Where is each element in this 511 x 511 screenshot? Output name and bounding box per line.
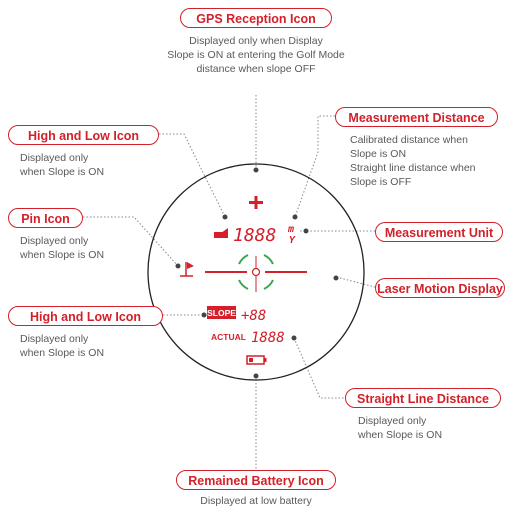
desc-line: when Slope is ON [20, 347, 105, 359]
battery-icon [246, 355, 267, 365]
callout-high-low-top-label: High and Low Icon [8, 125, 159, 145]
desc-line: Displayed only when Display [189, 35, 323, 47]
callout-gps-desc: Displayed only when Display Slope is ON … [155, 34, 357, 76]
main-distance: 1888 [233, 225, 276, 246]
callout-gps-label: GPS Reception Icon [180, 8, 332, 28]
leader-lines [83, 95, 376, 470]
desc-line: Displayed at low battery [200, 495, 312, 507]
desc-line: Calibrated distance when [350, 134, 468, 146]
desc-line: Slope is OFF [350, 176, 412, 188]
actual-value: 1888 [251, 330, 285, 346]
callout-high-low-bottom-desc: Displayed only when Slope is ON [20, 332, 104, 360]
desc-line: when Slope is ON [20, 166, 105, 178]
desc-line: Displayed only [358, 415, 427, 427]
desc-line: when Slope is ON [358, 429, 443, 441]
slope-value: +88 [241, 308, 266, 324]
leader-pin [83, 216, 179, 267]
callout-straight-line-label: Straight Line Distance [345, 388, 501, 408]
leader-straight-line [293, 337, 345, 399]
callout-measurement-unit-label: Measurement Unit [375, 222, 503, 242]
leader-laser-motion [339, 277, 376, 288]
desc-line: distance when slope OFF [196, 63, 316, 75]
desc-line: Displayed only [20, 152, 89, 164]
callout-high-low-top-desc: Displayed only when Slope is ON [20, 151, 104, 179]
callout-battery-label: Remained Battery Icon [176, 470, 336, 490]
leader-dots [175, 167, 339, 379]
callout-battery-desc: Displayed at low battery [156, 494, 356, 508]
desc-line: Straight line distance when [350, 162, 476, 174]
unit-meters: m [287, 224, 294, 235]
callout-pin-label: Pin Icon [8, 208, 83, 228]
callout-high-low-bottom-label: High and Low Icon [8, 306, 163, 326]
desc-line: Displayed only [20, 333, 89, 345]
actual-label: ACTUAL [211, 332, 246, 342]
leader-measurement-distance [294, 115, 335, 218]
callout-measurement-distance-desc: Calibrated distance when Slope is ON Str… [350, 133, 476, 189]
desc-line: when Slope is ON [20, 249, 105, 261]
slope-badge-bg [207, 306, 236, 319]
laser-motion-reticle [205, 254, 307, 292]
desc-line: Displayed only [20, 235, 89, 247]
callout-straight-line-desc: Displayed only when Slope is ON [358, 414, 442, 442]
desc-line: Slope is ON [350, 148, 407, 160]
slope-badge: SLOPE [207, 308, 236, 318]
desc-line: Slope is ON at entering the Golf Mode [167, 49, 345, 61]
high-low-icon-top [214, 228, 228, 238]
callout-laser-motion-label: Laser Motion Display [375, 278, 505, 298]
leader-high-low-top [159, 133, 226, 218]
viewfinder-circle [147, 163, 365, 381]
gps-icon [249, 196, 263, 209]
callout-measurement-distance-label: Measurement Distance [335, 107, 498, 127]
pin-icon [180, 262, 194, 277]
callout-pin-desc: Displayed only when Slope is ON [20, 234, 104, 262]
unit-yards: Y [289, 235, 296, 246]
